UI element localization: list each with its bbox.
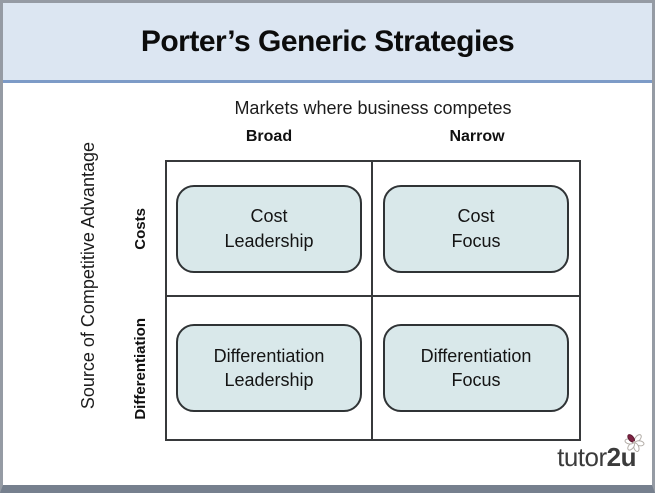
- matrix-cell-costs-broad: Cost Leadership: [167, 162, 373, 297]
- row-header-costs: Costs: [131, 207, 149, 250]
- column-header-broad: Broad: [245, 128, 293, 145]
- matrix-cell-costs-narrow: Cost Focus: [373, 162, 579, 297]
- tutor2u-logo: tutor2u: [557, 434, 645, 473]
- y-axis-title: Source of Competitive Advantage: [77, 141, 98, 410]
- column-headers: Broad Narrow: [165, 128, 581, 146]
- slide-header: Porter’s Generic Strategies: [3, 3, 652, 83]
- page-title: Porter’s Generic Strategies: [140, 24, 515, 58]
- strategy-matrix: Cost Leadership Cost Focus Differentiati…: [165, 160, 581, 441]
- quadrant-differentiation-leadership: Differentiation Leadership: [176, 324, 362, 412]
- matrix-cell-differentiation-broad: Differentiation Leadership: [167, 297, 373, 439]
- matrix-cell-differentiation-narrow: Differentiation Focus: [373, 297, 579, 439]
- logo-text-regular: tutor: [557, 442, 607, 472]
- row-header-differentiation: Differentiation: [131, 318, 149, 420]
- flower-icon: [624, 434, 645, 452]
- column-header-narrow: Narrow: [449, 128, 505, 145]
- quadrant-differentiation-focus: Differentiation Focus: [383, 324, 569, 412]
- quadrant-cost-focus: Cost Focus: [383, 184, 569, 273]
- x-axis-title: Markets where business competes: [234, 98, 512, 118]
- quadrant-cost-leadership: Cost Leadership: [176, 184, 362, 273]
